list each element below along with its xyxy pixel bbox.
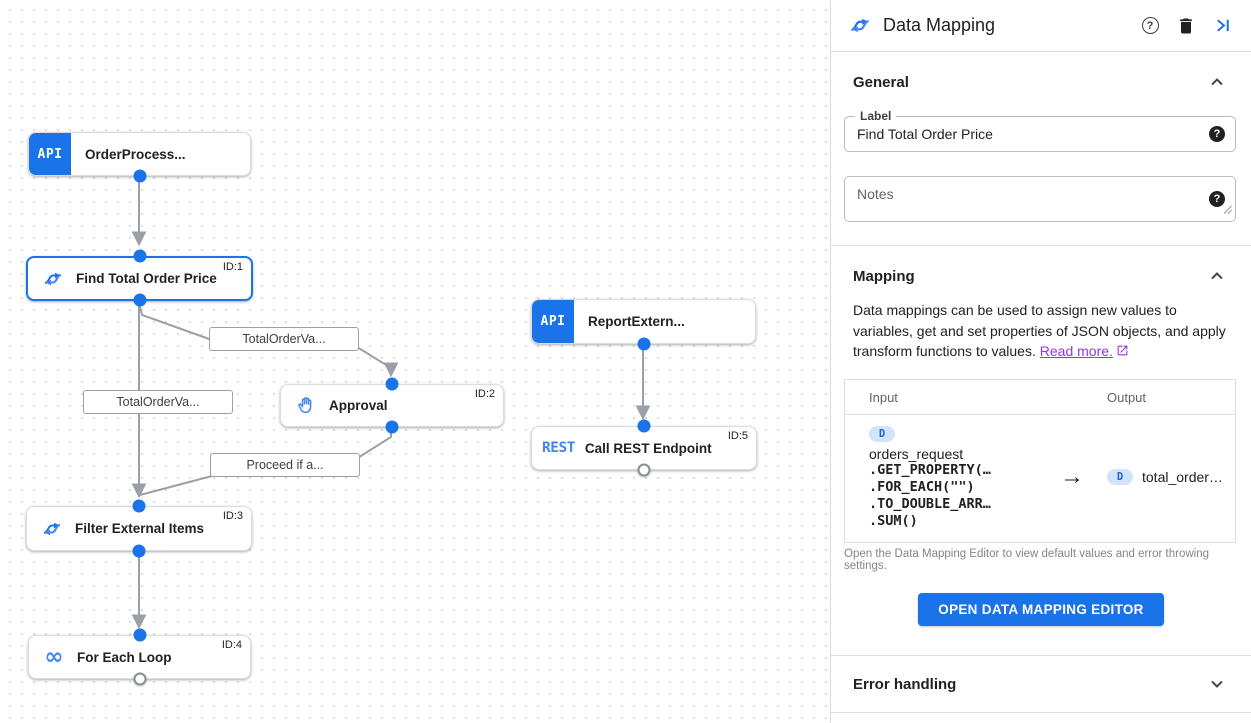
edge-label-text: TotalOrderVa... — [116, 395, 200, 409]
edge-label-total-order-value-1[interactable]: TotalOrderVa... — [209, 327, 359, 351]
resize-grip-icon[interactable] — [1223, 201, 1232, 219]
input-variable-name: orders_request — [869, 446, 964, 463]
label-field: Label ? — [844, 109, 1236, 152]
rest-badge: REST — [542, 440, 575, 456]
mapping-arrow-icon: → — [1060, 463, 1084, 491]
node-label: OrderProcess... — [85, 146, 186, 162]
input-port[interactable] — [133, 628, 146, 642]
edge-label-text: Proceed if a... — [246, 458, 324, 472]
panel-header: Data Mapping ? — [831, 0, 1251, 52]
mapping-preview-table: Input Output D orders_request .GET_PROPE… — [844, 379, 1236, 544]
node-label: For Each Loop — [77, 649, 172, 665]
node-report-external-trigger[interactable]: API ReportExtern... — [531, 299, 756, 351]
label-input[interactable] — [845, 117, 1235, 151]
divider — [831, 245, 1251, 246]
read-more-link[interactable]: Read more. — [1039, 343, 1113, 360]
field-help-icon[interactable]: ? — [1209, 126, 1225, 142]
node-id-label: ID:1 — [222, 261, 243, 273]
loop-icon: ∞ — [44, 644, 64, 670]
label-field-caption: Label — [855, 109, 897, 123]
output-port[interactable] — [132, 544, 146, 558]
chevron-down-icon — [1207, 674, 1227, 694]
node-label: Filter External Items — [75, 521, 205, 536]
node-filter-external-items[interactable]: ID:3 Filter External Items — [26, 499, 252, 558]
mapping-output-cell: D total_order… — [1107, 469, 1223, 486]
edge-label-proceed-if[interactable]: Proceed if a... — [210, 453, 360, 477]
mapping-editor-hint: Open the Data Mapping Editor to view def… — [844, 548, 1210, 573]
mapping-description: Data mappings can be used to assign new … — [853, 300, 1229, 363]
node-call-rest-endpoint[interactable]: ID:5 REST Call REST Endpoint — [531, 419, 757, 477]
data-mapping-icon — [849, 18, 871, 33]
output-port[interactable] — [133, 293, 146, 307]
mapping-input-cell: D orders_request .GET_PROPERTY(… .FOR_EA… — [869, 424, 1037, 530]
section-error-handling-title: Error handling — [853, 675, 957, 693]
trash-icon[interactable] — [1173, 13, 1199, 39]
section-mapping-header[interactable]: Mapping — [831, 256, 1251, 296]
notes-field: ? — [844, 176, 1236, 222]
node-id-label: ID:5 — [727, 430, 748, 442]
node-id-label: ID:2 — [474, 388, 495, 400]
field-help-icon[interactable]: ? — [1209, 191, 1225, 207]
data-mapping-icon — [42, 272, 64, 286]
output-port[interactable] — [133, 672, 146, 686]
section-error-handling-header[interactable]: Error handling — [831, 656, 1251, 712]
notes-input[interactable] — [845, 177, 1235, 221]
output-port[interactable] — [133, 169, 146, 183]
input-port[interactable] — [385, 377, 399, 391]
node-id-label: ID:3 — [222, 510, 243, 522]
node-label: Call REST Endpoint — [584, 440, 712, 456]
chevron-up-icon — [1207, 72, 1227, 92]
workflow-canvas[interactable]: API OrderProcess... ID:1 Find Total Orde… — [0, 0, 830, 723]
data-type-badge: D — [869, 426, 895, 443]
section-general-title: General — [853, 73, 909, 91]
workflow-edges — [131, 176, 651, 630]
chevron-up-icon — [1207, 266, 1227, 286]
help-icon[interactable]: ? — [1137, 13, 1163, 39]
external-link-icon — [1116, 342, 1129, 363]
output-port[interactable] — [637, 337, 650, 351]
node-label: Approval — [329, 398, 388, 413]
output-column-header: Output — [1107, 389, 1147, 405]
data-mapping-icon — [41, 522, 63, 536]
panel-title: Data Mapping — [883, 15, 996, 35]
output-port[interactable] — [385, 420, 399, 434]
transform-function: .SUM() — [869, 513, 918, 530]
output-variable-name: total_order… — [1142, 469, 1223, 486]
transform-function: .TO_DOUBLE_ARR… — [869, 496, 991, 513]
node-find-total-order-price[interactable]: ID:1 Find Total Order Price — [26, 249, 253, 307]
divider — [831, 712, 1251, 714]
input-port[interactable] — [132, 499, 146, 513]
node-label: ReportExtern... — [588, 314, 685, 329]
transform-function: .FOR_EACH("") — [869, 479, 975, 496]
mapping-table-header: Input Output — [845, 380, 1235, 416]
task-config-panel: Data Mapping ? General Label — [830, 0, 1251, 723]
input-column-header: Input — [869, 389, 898, 405]
input-port[interactable] — [133, 249, 146, 263]
edge-label-total-order-value-2[interactable]: TotalOrderVa... — [83, 390, 233, 414]
data-type-badge: D — [1107, 469, 1133, 486]
api-trigger-badge: API — [532, 300, 574, 343]
hand-icon — [295, 395, 317, 416]
node-for-each-loop[interactable]: ID:4 ∞ For Each Loop — [28, 628, 251, 686]
node-id-label: ID:4 — [221, 639, 242, 651]
collapse-panel-right-icon[interactable] — [1209, 13, 1235, 39]
mapping-table-row[interactable]: D orders_request .GET_PROPERTY(… .FOR_EA… — [845, 415, 1235, 542]
section-mapping-title: Mapping — [853, 267, 915, 285]
api-trigger-badge: API — [29, 133, 71, 175]
node-order-process-trigger[interactable]: API OrderProcess... — [28, 132, 251, 183]
node-label: Find Total Order Price — [76, 271, 217, 286]
section-general-header[interactable]: General — [831, 62, 1251, 102]
edge-label-text: TotalOrderVa... — [242, 332, 326, 346]
divider — [831, 655, 1251, 657]
input-port[interactable] — [637, 419, 651, 433]
open-data-mapping-editor-button[interactable]: OPEN DATA MAPPING EDITOR — [918, 593, 1164, 627]
node-approval[interactable]: ID:2 Approval — [280, 377, 504, 434]
mapping-description-text: Data mappings can be used to assign new … — [853, 302, 1226, 360]
transform-function: .GET_PROPERTY(… — [869, 462, 991, 479]
output-port[interactable] — [637, 463, 651, 477]
